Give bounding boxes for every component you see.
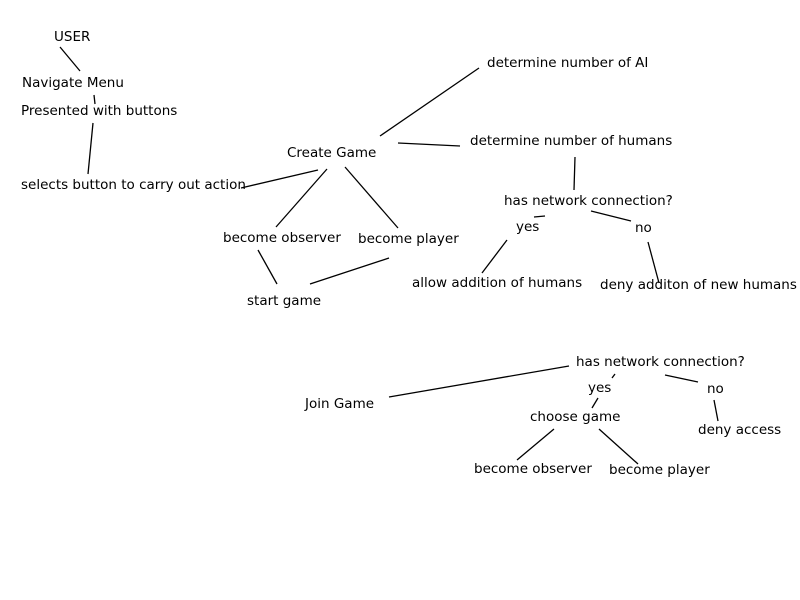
- connectors: [59, 46, 719, 465]
- node-selects-button: selects button to carry out action: [21, 177, 246, 193]
- connector-observer-start: [257, 249, 278, 285]
- node-join-game: Join Game: [304, 396, 374, 412]
- node-start-game: start game: [247, 293, 321, 309]
- connector-create-ai: [379, 67, 480, 137]
- node-no-1: no: [635, 220, 652, 236]
- node-become-player-1: become player: [358, 231, 459, 247]
- connector-presented-selects: [87, 122, 94, 175]
- node-deny-access: deny access: [698, 422, 781, 438]
- node-choose-game: choose game: [530, 409, 620, 425]
- node-labels: USER Navigate Menu Presented with button…: [21, 29, 797, 478]
- connector-network-yes: [533, 215, 546, 218]
- node-allow-humans: allow addition of humans: [412, 275, 582, 291]
- connector-no-deny: [647, 241, 660, 284]
- connector-yes-allow: [481, 239, 508, 274]
- connector-navigate-presented: [93, 94, 96, 105]
- node-no-2: no: [707, 381, 724, 397]
- connector-yes-choose: [591, 397, 599, 409]
- connector-join-network: [388, 365, 570, 398]
- connector-humans-network: [573, 156, 576, 191]
- connector-choose-observer: [516, 428, 555, 461]
- node-become-observer-2: become observer: [474, 461, 592, 477]
- node-presented-buttons: Presented with buttons: [21, 103, 177, 119]
- node-deny-humans: deny additon of new humans: [600, 277, 797, 293]
- node-become-player-2: become player: [609, 462, 710, 478]
- connector-user-navigate: [59, 46, 81, 72]
- connector-selects-create: [240, 169, 319, 189]
- node-user: USER: [54, 29, 90, 45]
- connector-network2-yes: [611, 373, 616, 379]
- node-yes-1: yes: [516, 219, 539, 235]
- node-has-network-1: has network connection?: [504, 193, 673, 209]
- node-navigate-menu: Navigate Menu: [22, 75, 124, 91]
- node-determine-ai: determine number of AI: [487, 55, 648, 71]
- connector-no-deny-access: [713, 399, 719, 422]
- connector-choose-player: [598, 428, 639, 465]
- connector-create-player: [344, 166, 399, 229]
- node-create-game: Create Game: [287, 145, 376, 161]
- node-has-network-2: has network connection?: [576, 354, 745, 370]
- node-become-observer-1: become observer: [223, 230, 341, 246]
- connector-network2-no: [664, 374, 699, 383]
- connector-create-humans: [397, 142, 461, 147]
- connector-player-start: [309, 257, 390, 285]
- connector-create-observer: [275, 168, 328, 228]
- node-yes-2: yes: [588, 380, 611, 396]
- connector-network-no: [590, 210, 632, 222]
- node-determine-humans: determine number of humans: [470, 133, 672, 149]
